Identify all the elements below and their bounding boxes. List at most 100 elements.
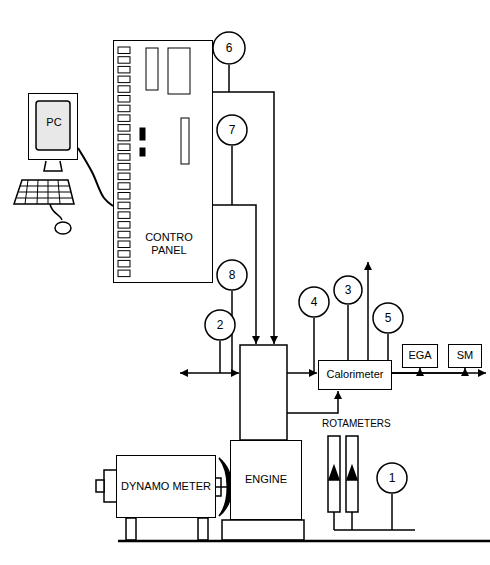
panel-controls [140,128,145,140]
callout-stem [347,305,349,360]
callout-number: 7 [229,123,236,137]
part-label: ROTAMETERS [322,418,391,430]
callout-circle [373,303,403,333]
callout-circle [334,276,362,304]
panel-switch [118,173,130,180]
callout-number: 2 [204,309,236,341]
pc-computer [50,204,62,220]
rotameter [329,466,339,480]
pc-computer [25,180,60,204]
pipe-line [367,262,369,360]
pipe-line [287,391,338,413]
panel-switch [118,241,130,248]
box-label: PC [37,116,71,129]
pc-monitor: PC [28,93,78,160]
base-frame [126,518,136,540]
pc-computer [17,186,72,198]
pc-computer [14,180,74,204]
panel-switch [118,105,130,112]
panel-switch [118,66,130,73]
signal-line [213,92,274,344]
pc-computer [55,222,71,234]
panel-switch [118,231,130,238]
callout-number: 8 [229,268,236,282]
control-panel: CONTRO PANEL [113,40,213,283]
panel-switch [118,202,130,209]
panel-switch [118,57,130,64]
dynamometer-box: DYNAMO METER [116,455,216,518]
base-frame [118,540,490,543]
panel-controls [140,148,145,156]
panel-switch [118,86,130,93]
pipe-line [287,372,317,374]
callout-circle [377,463,407,493]
callout-circle [205,310,235,340]
callout-number: 6 [212,31,246,65]
callout-stem [313,318,315,373]
pc-cable [78,148,113,206]
callout-circle [213,32,245,64]
panel-switch [118,154,130,161]
box-label: EGA [408,349,431,362]
panel-switch [118,115,130,122]
panel-controls [140,48,190,164]
sample-line [392,368,465,373]
panel-switch [118,96,130,103]
callout-number: 4 [298,286,330,318]
callout-number: 2 [217,318,224,332]
pc-computer [44,161,62,171]
calorimeter-box: Calorimeter [318,360,392,390]
panel-switch [118,47,130,277]
base-frame [118,518,490,541]
box-label: Calorimeter [327,368,384,381]
panel-switch [118,222,130,229]
callout-number: 8 [216,259,248,291]
base-frame [222,520,304,540]
panel-switch [118,47,130,54]
callout-circle [299,287,329,317]
callout-number: 6 [226,41,233,55]
panel-switch [118,183,130,190]
panel-switch [118,125,130,132]
rotameter [328,436,415,530]
panel-switch [118,260,130,267]
callout-number: 4 [311,295,318,309]
pc-computer [36,101,70,150]
callout-number: 3 [345,283,352,297]
engine-head [240,345,287,440]
callout-number: 1 [389,471,396,485]
box-label: ENGINE [245,473,287,486]
callout-number: 5 [385,311,392,325]
callout-stem [219,341,221,373]
panel-switch [118,270,130,277]
callout-circle [217,115,247,145]
test-rig-drawing [14,47,490,541]
pc-computer [14,101,74,234]
dynamometer-shaft [96,480,104,492]
panel-controls [168,48,190,94]
panel-switch [118,163,130,170]
callout-stem [228,65,230,92]
panel-switch [118,134,130,141]
dynamometer-shaft [104,470,117,502]
callout-number: 3 [333,275,363,305]
signal-line [213,92,274,344]
callout-number: 1 [376,462,408,494]
panel-switch [118,251,130,258]
rotameter [347,466,357,480]
smoke-meter-box: SM [448,344,482,368]
panel-switch [118,144,130,151]
callout-number: 7 [216,114,248,146]
panel-controls [181,118,189,164]
base-frame [198,518,208,540]
callout-number: 5 [372,302,404,334]
panel-controls [146,48,158,90]
rotameter [334,512,415,530]
box-label: CONTRO PANEL [138,231,200,257]
panel-switch [118,212,130,219]
callout-stem [391,494,393,530]
panel-switch [118,193,130,200]
engine-box: ENGINE [230,440,302,520]
analyser-box: EGA [402,344,438,368]
